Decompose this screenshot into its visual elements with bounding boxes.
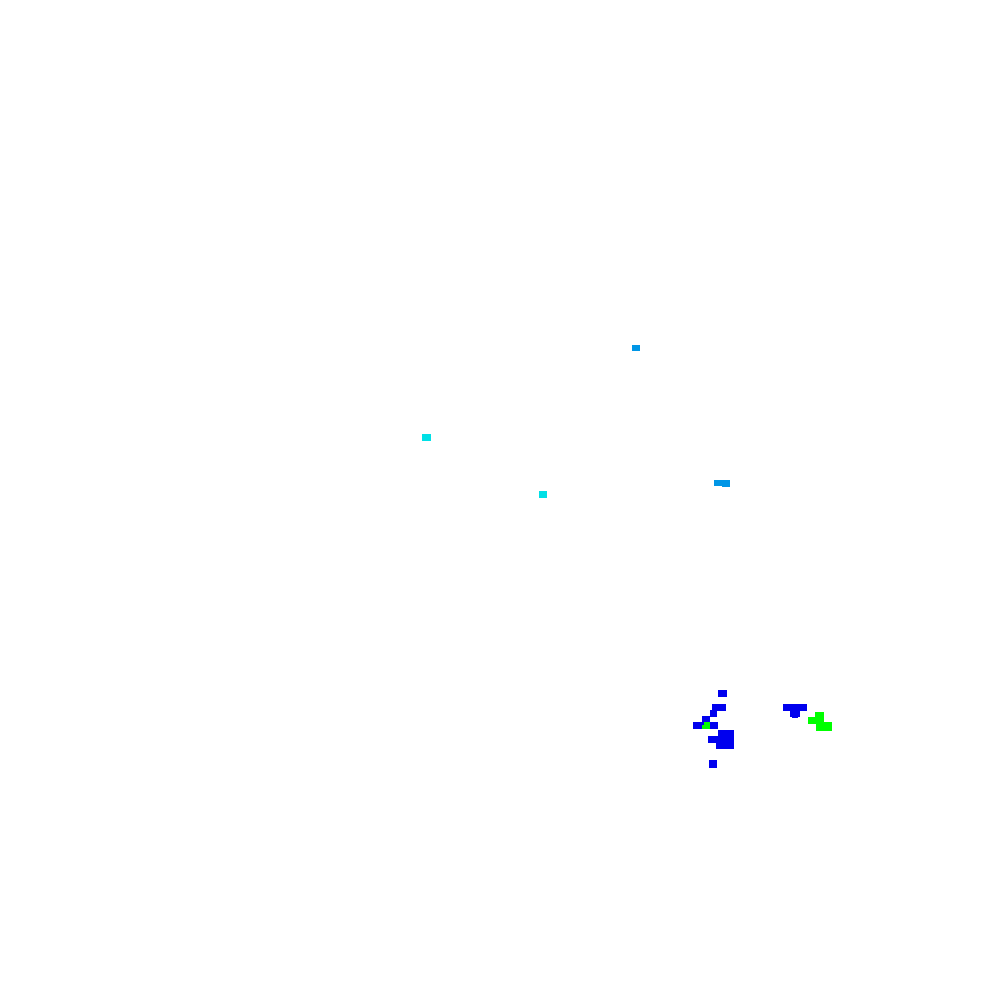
blue-pixel: [710, 710, 717, 717]
cyan-pixel: [539, 491, 547, 498]
blue-pixel: [708, 736, 718, 743]
cyan-pixel: [422, 434, 431, 441]
blue-pixel: [693, 722, 702, 729]
blue-pixel: [790, 710, 800, 717]
blue-pixel: [709, 760, 717, 768]
blue-pixel: [792, 714, 798, 718]
blue-pixel: [716, 742, 734, 749]
blue-pixel: [704, 716, 710, 720]
sky-pixel: [714, 480, 723, 486]
cluster-scatter-top: [422, 345, 730, 498]
blue-pixel: [783, 704, 807, 711]
green-pixel: [816, 728, 832, 731]
blue-pixel: [718, 730, 734, 737]
blue-pixel: [718, 690, 727, 697]
green-pixel: [808, 717, 824, 724]
cluster-right-group: [783, 704, 832, 731]
sky-pixel: [722, 480, 730, 487]
green-pixel: [815, 712, 824, 719]
pixel-layer: [422, 345, 832, 768]
blue-pixel: [700, 722, 704, 725]
blue-pixel: [712, 704, 726, 711]
sky-pixel: [632, 345, 640, 351]
green-pixel: [702, 722, 710, 729]
blue-pixel: [710, 722, 718, 729]
cluster-blue-group: [693, 690, 734, 768]
blue-pixel: [716, 736, 734, 744]
green-pixel: [816, 722, 832, 730]
